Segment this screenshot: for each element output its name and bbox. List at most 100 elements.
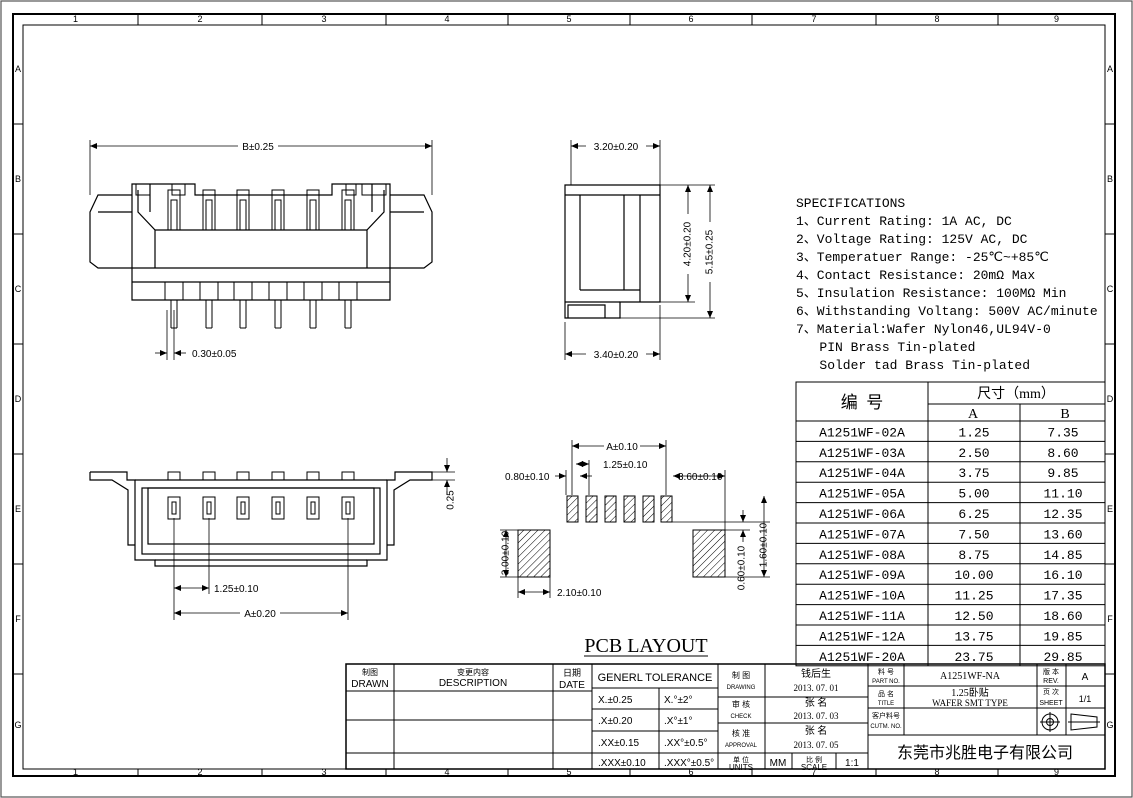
front-pin (199, 189, 219, 329)
dim-bottom-offset-label: 0.25 (446, 490, 457, 510)
frame-col-label: 1 (73, 767, 78, 777)
parts-header-part: 编 号 (841, 393, 884, 412)
front-view (89, 183, 433, 301)
tolerance-linear: .XXX±0.10 (598, 758, 646, 769)
dim-side-h1-label: 4.20±0.20 (683, 221, 694, 266)
tolerance-angular: .XX°±0.5° (664, 738, 708, 749)
dim-side-h2-label: 5.15±0.25 (705, 229, 716, 274)
front-pin (338, 189, 358, 329)
table-row: A1251WF-12A 13.75 19.85 (819, 629, 1082, 644)
partno-cn: 料 号 (878, 667, 894, 676)
drawing-en: DRAWING (727, 685, 756, 691)
frame-row-label: B (15, 174, 21, 184)
frame-row-label: G (14, 720, 21, 730)
frame-row-label: F (15, 614, 21, 624)
front-latch (171, 183, 186, 196)
dim-b-cell: 12.35 (1043, 507, 1082, 522)
pcb-layout (517, 495, 726, 578)
approval-name: 张 名 (805, 724, 828, 737)
part-number-cell: A1251WF-05A (819, 487, 905, 502)
spec-line: 4、Contact Resistance: 20mΩ Max (796, 268, 1035, 283)
top-view-pin (202, 471, 216, 520)
frame-grid-ticks (13, 14, 1115, 776)
tolerance-title: GENERL TOLERANCE (598, 672, 713, 684)
title-value-en: WAFER SMT TYPE (932, 698, 1008, 708)
parts-col-a: A (968, 407, 979, 422)
pcb-pad (623, 495, 636, 523)
rev-value: A (1082, 672, 1089, 683)
front-pin (164, 189, 184, 329)
dim-b-cell: 7.35 (1047, 425, 1078, 440)
rev-en: REV. (1043, 678, 1059, 685)
frame-row-label: A (15, 64, 21, 74)
dim-a-cell: 11.25 (954, 589, 993, 604)
dim-a-cell: 2.50 (958, 446, 989, 461)
part-number-cell: A1251WF-11A (819, 609, 905, 624)
dim-a-cell: 5.00 (958, 487, 989, 502)
dim-top-view (173, 458, 455, 620)
pcb-pad (604, 495, 617, 523)
spec-line: 3、Temperatuer Range: -25℃~+85℃ (796, 250, 1049, 265)
dim-pcb-pitch-label: 1.25±0.10 (603, 460, 648, 471)
approval-cn: 核 准 (732, 728, 750, 738)
cust-en: CUTM. NO. (870, 724, 902, 730)
tolerance-angular: .X°±1° (664, 716, 693, 727)
dim-b-cell: 8.60 (1047, 446, 1078, 461)
frame-col-label: 8 (934, 767, 939, 777)
company-name: 东莞市兆胜电子有限公司 (897, 744, 1073, 762)
dim-pcb-pad-h2-label: 1.60±0.10 (759, 522, 770, 567)
spec-line: 5、Insulation Resistance: 100MΩ Min (796, 286, 1066, 301)
desc-cn: 变更内容 (457, 667, 489, 677)
dim-b-cell: 14.85 (1043, 548, 1082, 563)
dim-b-cell: 16.10 (1043, 568, 1082, 583)
pcb-layout-title: PCB LAYOUT (584, 635, 707, 657)
dim-a-cell: 13.75 (954, 629, 993, 644)
title-cn: 品 名 (878, 689, 894, 698)
tolerance-linear: .X±0.20 (598, 716, 633, 727)
top-view-pin (271, 471, 285, 520)
spec-line: 7、Material:Wafer Nylon46,UL94V-0 (796, 322, 1051, 337)
dim-pcb-tab-h-label: 3.00±0.10 (501, 530, 512, 575)
frame-row-label: A (1107, 64, 1113, 74)
frame-row-label: C (15, 284, 22, 294)
top-view (89, 471, 433, 567)
date-cn: 日期 (563, 668, 581, 678)
pcb-tab-left (517, 529, 551, 578)
frame-row-label: F (1107, 614, 1113, 624)
check-date: 2013. 07. 03 (794, 711, 840, 721)
cust-cn: 客户料号 (872, 711, 900, 720)
title-block: 制图 DRAWN 变更内容 DESCRIPTION 日期 DATE GENERL… (345, 663, 1106, 772)
tolerance-linear: X.±0.25 (598, 695, 633, 706)
front-pin (303, 189, 323, 329)
dim-b-cell: 9.85 (1047, 466, 1078, 481)
frame-col-label: 4 (444, 14, 449, 24)
frame-col-label: 5 (566, 14, 571, 24)
part-number-cell: A1251WF-02A (819, 425, 905, 440)
units-en: UNITS (729, 763, 753, 772)
dim-b-cell: 11.10 (1043, 487, 1082, 502)
dim-side-bottom-label: 3.40±0.20 (594, 350, 639, 361)
dim-a-cell: 6.25 (958, 507, 989, 522)
frame-col-label: 7 (811, 767, 816, 777)
sheet-cn: 页 次 (1043, 687, 1059, 696)
dim-b-cell: 18.60 (1043, 609, 1082, 624)
dim-b-cell: 19.85 (1043, 629, 1082, 644)
dim-side-top-label: 3.20±0.20 (594, 142, 639, 153)
front-view-pins (135, 183, 387, 329)
sheet-en: SHEET (1039, 700, 1063, 707)
frame-row-label: E (15, 504, 21, 514)
part-number-cell: A1251WF-06A (819, 507, 905, 522)
spec-line: 6、Withstanding Voltang: 500V AC/minute (796, 304, 1098, 319)
frame-row-label: C (1107, 284, 1114, 294)
dim-a-cell: 3.75 (958, 466, 989, 481)
spec-line: PIN Brass Tin-plated (796, 340, 975, 355)
frame-col-label: 1 (73, 14, 78, 24)
dim-a-cell: 8.75 (958, 548, 989, 563)
frame-col-label: 7 (811, 14, 816, 24)
spec-line: 2、Voltage Rating: 125V AC, DC (796, 232, 1028, 247)
part-number-cell: A1251WF-12A (819, 629, 905, 644)
